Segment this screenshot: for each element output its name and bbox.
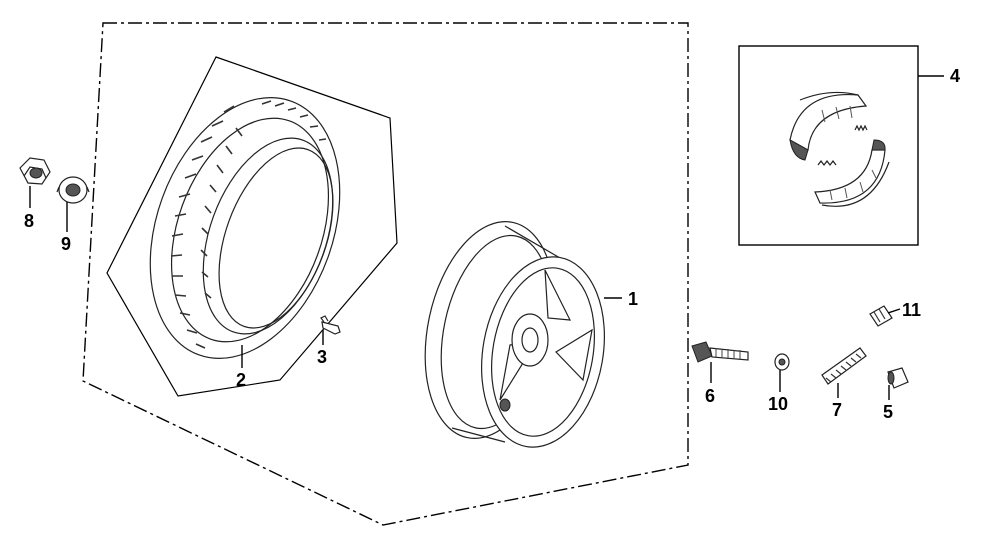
brake-shoe-frame: [738, 45, 919, 246]
callout-5: 5: [883, 402, 893, 422]
bolt: [691, 341, 749, 363]
part-11: [869, 305, 893, 327]
washer-10: [774, 353, 790, 371]
nut: [19, 157, 51, 185]
callout-3: 3: [317, 347, 327, 367]
leader-lines: [29, 75, 944, 400]
tire-group-frame: [106, 56, 398, 397]
callout-10: 10: [768, 394, 788, 414]
callout-4: 4: [950, 66, 960, 86]
callout-11: 11: [902, 300, 921, 320]
part-5: [887, 367, 909, 389]
tire: [149, 97, 341, 359]
callout-7: 7: [832, 400, 842, 420]
callout-1: 1: [628, 289, 638, 309]
washer-9: [56, 176, 90, 204]
brake-shoe: [789, 91, 890, 207]
spring: [821, 347, 867, 385]
callout-6: 6: [705, 386, 715, 406]
callout-9: 9: [61, 234, 71, 254]
callout-8: 8: [24, 211, 34, 231]
assembly-boundary: [82, 22, 689, 526]
valve: [320, 315, 341, 335]
rim: [424, 221, 605, 448]
callout-2: 2: [236, 370, 246, 390]
